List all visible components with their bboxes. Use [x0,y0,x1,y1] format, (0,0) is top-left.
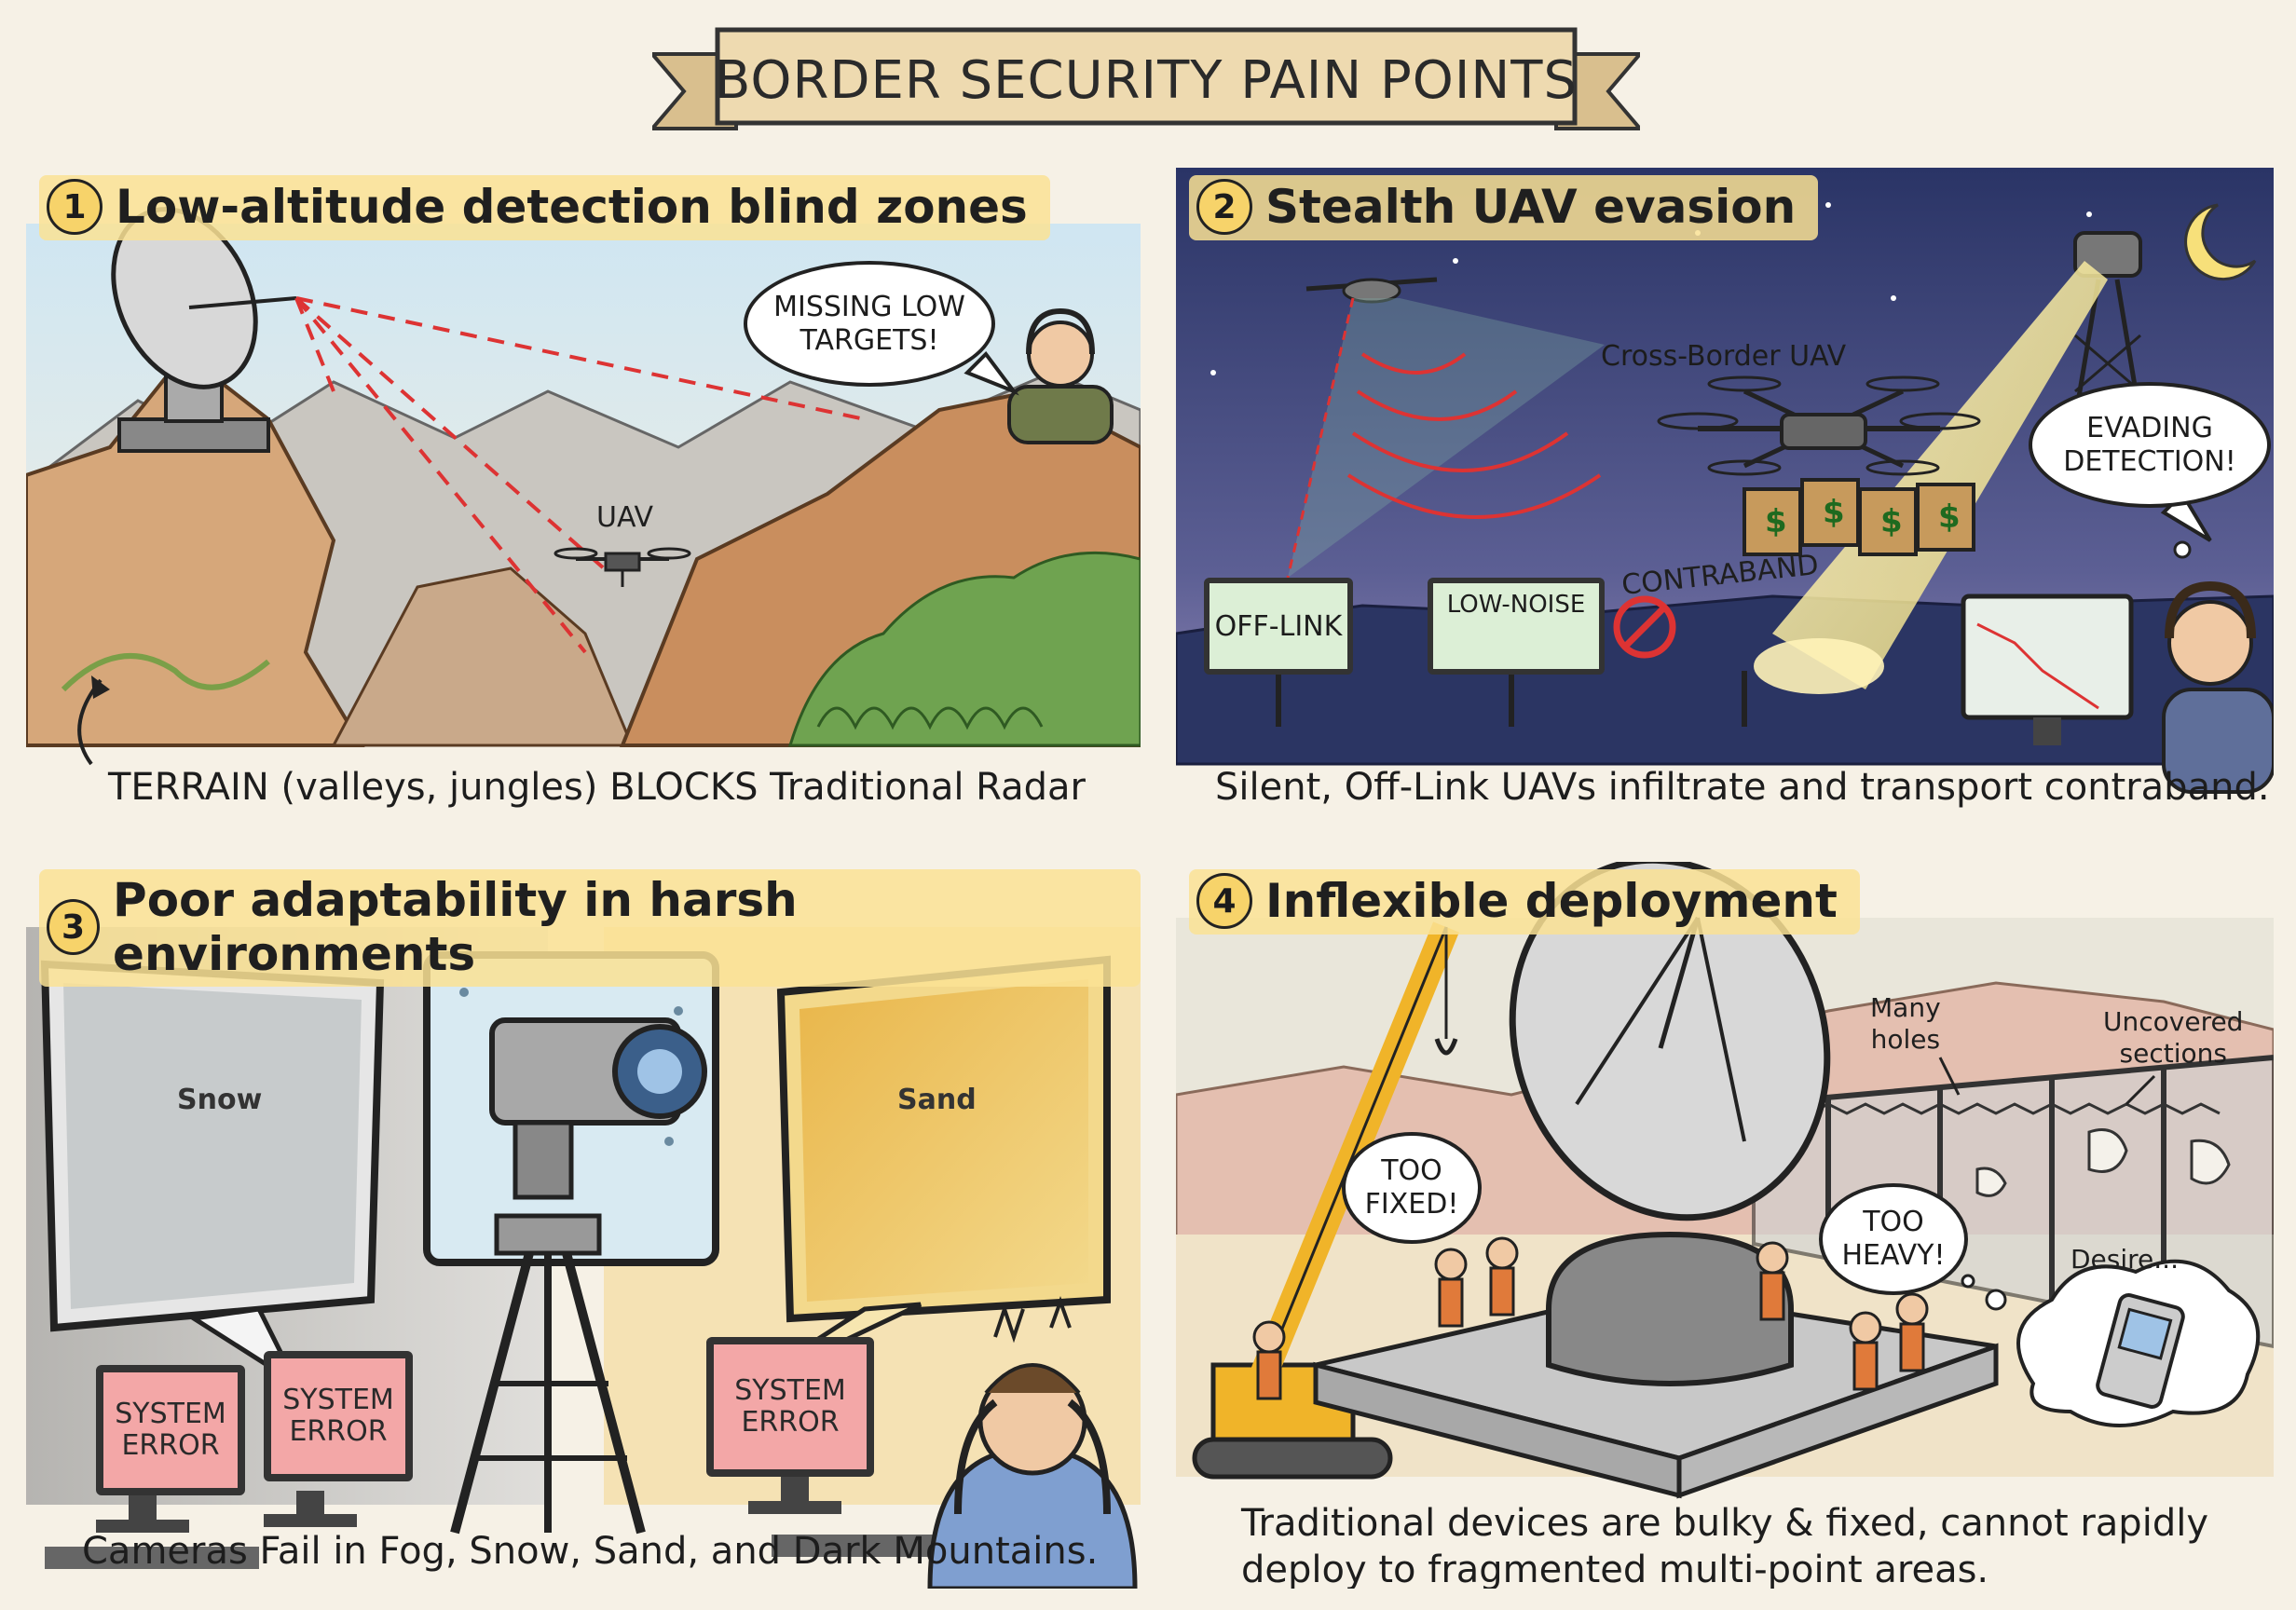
drone-icon [554,547,691,587]
panel-harsh-environments: 3 Poor adaptability in harsh environment… [26,862,1141,1589]
money-symbol: $ [1938,498,1961,536]
crane-icon [1192,921,1459,1480]
sand-screen-label: Sand [897,1084,977,1116]
money-symbol: $ [1765,503,1787,540]
page-title: BORDER SECURITY PAIN POINTS [714,50,1578,111]
cargo-drone-icon [1657,375,1981,476]
prohibited-icon [1613,595,1676,659]
speech-bubble-missing: MISSING LOW TARGETS! [744,261,995,387]
off-link-sign: OFF-LINK [1204,578,1353,675]
cross-border-uav-label: Cross-Border UAV [1601,340,1847,373]
desire-label: Desire... [2070,1244,2179,1275]
panel-inflexible-deployment: 4 Inflexible deployment TOO FIXED! TOO H… [1176,862,2274,1589]
handheld-device-icon [2096,1293,2185,1409]
system-error-screen: SYSTEM ERROR [264,1351,413,1481]
panel-heading: 1 Low-altitude detection blind zones [39,175,1050,240]
deployment-scene [1176,862,2274,1499]
panel-number: 1 [47,179,102,235]
speech-bubble-evading: EVADING DETECTION! [2029,382,2271,508]
panel-title: Low-altitude detection blind zones [116,180,1028,234]
panel-heading: 4 Inflexible deployment [1189,869,1860,935]
title-banner: BORDER SECURITY PAIN POINTS [648,17,1645,140]
panel-title: Stealth UAV evasion [1265,180,1797,234]
panel-caption: Traditional devices are bulky & fixed, c… [1241,1502,2208,1589]
low-noise-sign: LOW-NOISE [1428,578,1605,675]
speech-bubble-heavy: TOO HEAVY! [1819,1183,1968,1295]
system-error-screen: SYSTEM ERROR [706,1337,874,1477]
panel-caption: Cameras Fail in Fog, Snow, Sand, and Dar… [82,1530,1099,1573]
money-symbol: $ [1880,503,1903,540]
workers-icon [1252,1236,1929,1400]
mountain-scene [26,207,1141,766]
panel-caption: Silent, Off-Link UAVs infiltrate and tra… [1215,766,2270,809]
many-holes-label: Many holes [1870,992,1941,1055]
system-error-screen: SYSTEM ERROR [96,1365,245,1495]
operator-icon [1007,307,1114,444]
panel-caption: TERRAIN (valleys, jungles) BLOCKS Tradit… [108,766,1086,809]
snow-screen-label: Snow [177,1084,263,1116]
camera-icon [450,1017,707,1535]
panel-title: Inflexible deployment [1265,874,1838,928]
panel-number: 3 [47,899,101,955]
operator-monitor-icon [1961,580,2274,794]
panel-title: Poor adaptability in harsh environments [113,873,798,981]
panel-number: 4 [1196,873,1252,929]
radar-dish-icon [1509,862,1831,1386]
panel-heading: 2 Stealth UAV evasion [1189,175,1819,240]
panel-heading: 3 Poor adaptability in harsh environment… [39,869,1141,987]
uav-label: UAV [596,501,654,534]
money-symbol: $ [1823,494,1845,531]
uncovered-sections-label: Uncovered sections [2103,1006,2244,1069]
panel-low-altitude: 1 Low-altitude detection blind zones MIS… [26,168,1141,820]
speech-bubble-fixed: TOO FIXED! [1342,1132,1482,1244]
banner-ribbon [648,27,1645,130]
panel-number: 2 [1196,179,1252,235]
stressed-person-icon [927,1296,1138,1589]
moon-icon [2184,203,2257,281]
panel-stealth-uav: 2 Stealth UAV evasion Cross-Border UAV $… [1176,168,2274,820]
stealth-drone-icon [1305,277,1438,304]
